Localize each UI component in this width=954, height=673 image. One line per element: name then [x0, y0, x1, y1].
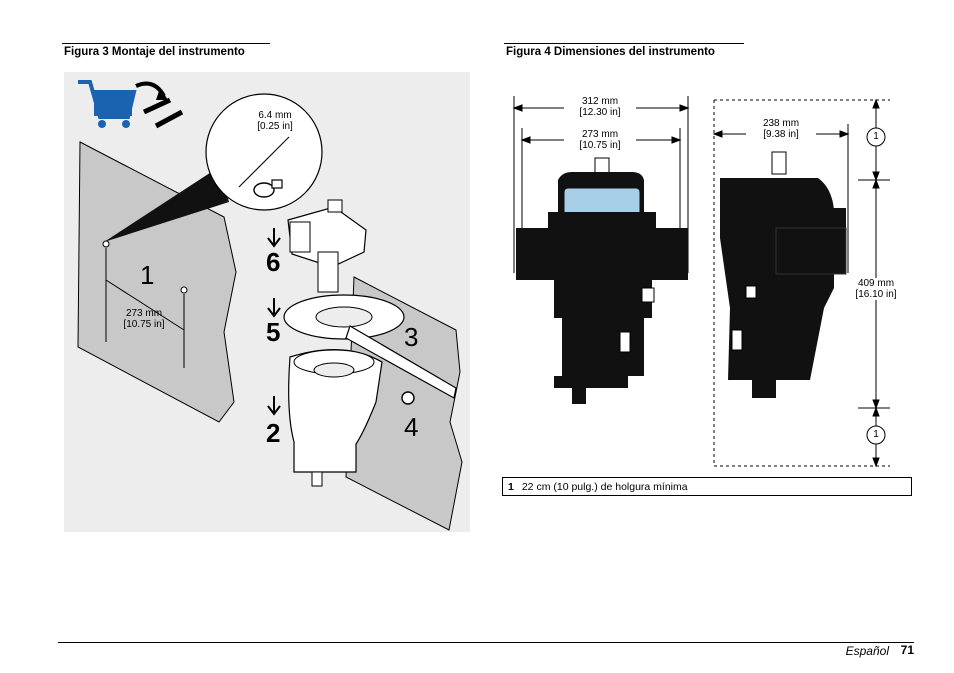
figure4-caption-rule	[504, 43, 744, 44]
instrument-head	[287, 199, 367, 293]
screw-detail	[238, 136, 290, 198]
screw-shank	[271, 179, 283, 189]
figure3-illustration: 6.4 mm [0.25 in] 273 mm [10.75 in] 1 6 5…	[64, 72, 470, 532]
mounting-bracket	[345, 325, 457, 399]
figure4-illustration: 312 mm [12.30 in] 273 mm [10.75 in] 238 …	[502, 88, 914, 472]
magnifier-circle	[205, 93, 323, 211]
height-in: [16.10 in]	[855, 289, 897, 300]
wall-dim-mm: 273 mm	[125, 308, 163, 319]
callout-circle-top	[866, 127, 886, 147]
height-mm: 409 mm	[857, 278, 895, 289]
callout-top-number: 1	[873, 131, 879, 142]
detail-dim-line	[238, 136, 290, 188]
figure4-caption: Figura 4 Dimensiones del instrumento	[506, 46, 715, 58]
width-outer-in: [12.30 in]	[579, 107, 621, 118]
footer-language: Español	[845, 644, 889, 658]
depth-label: 238 mm [9.38 in]	[746, 118, 816, 140]
width-outer-mm: 312 mm	[581, 96, 619, 107]
height-label: 409 mm [16.10 in]	[846, 278, 906, 300]
wall-dim-line	[105, 279, 185, 331]
footer-rule	[58, 642, 914, 643]
step-5: 5	[266, 317, 281, 347]
figure4-legend: 1 22 cm (10 pulg.) de holgura mínima	[502, 477, 912, 496]
step-2: 2	[266, 418, 281, 448]
magnifier-cone	[104, 167, 229, 242]
wall-dim-in: [10.75 in]	[123, 319, 165, 330]
figure3-caption: Figura 3 Montaje del instrumento	[64, 46, 245, 58]
seal-ring-hole	[315, 306, 373, 328]
front-view-instrument	[516, 157, 688, 404]
wall-screw-2	[180, 286, 188, 294]
depth-mm: 238 mm	[762, 118, 800, 129]
wall-dim-label: 273 mm [10.75 in]	[108, 308, 180, 330]
width-outer-label: 312 mm [12.30 in]	[564, 96, 636, 118]
callout-bottom-number: 1	[873, 429, 879, 440]
side-view-instrument	[720, 151, 847, 398]
step-6: 6	[266, 247, 281, 277]
instrument-body	[288, 349, 383, 487]
figure4-drawing	[512, 96, 890, 468]
detail-dim-mm: 6.4 mm	[258, 110, 292, 121]
width-inner-in: [10.75 in]	[579, 140, 621, 151]
width-inner-label: 273 mm [10.75 in]	[564, 129, 636, 151]
callout-circle-bottom	[866, 425, 886, 445]
screw-knob	[401, 391, 415, 405]
step-3: 3	[404, 322, 419, 352]
step-4: 4	[404, 412, 419, 442]
figure3-caption-rule	[62, 43, 270, 44]
detail-dim-in: [0.25 in]	[257, 121, 293, 132]
width-inner-mm: 273 mm	[581, 129, 619, 140]
page-number: 71	[900, 643, 914, 657]
screw-head	[253, 182, 275, 198]
figure3-drawing	[64, 72, 470, 532]
depth-in: [9.38 in]	[763, 129, 799, 140]
step-1: 1	[140, 260, 155, 290]
bolt-icons	[142, 97, 184, 129]
wall-screw-1	[102, 240, 110, 248]
detail-dim-label: 6.4 mm [0.25 in]	[240, 110, 310, 132]
legend-number: 1	[508, 481, 514, 493]
shopping-cart-icon	[78, 80, 168, 128]
step-arrows	[267, 228, 281, 416]
legend-text: 22 cm (10 pulg.) de holgura mínima	[521, 481, 688, 493]
